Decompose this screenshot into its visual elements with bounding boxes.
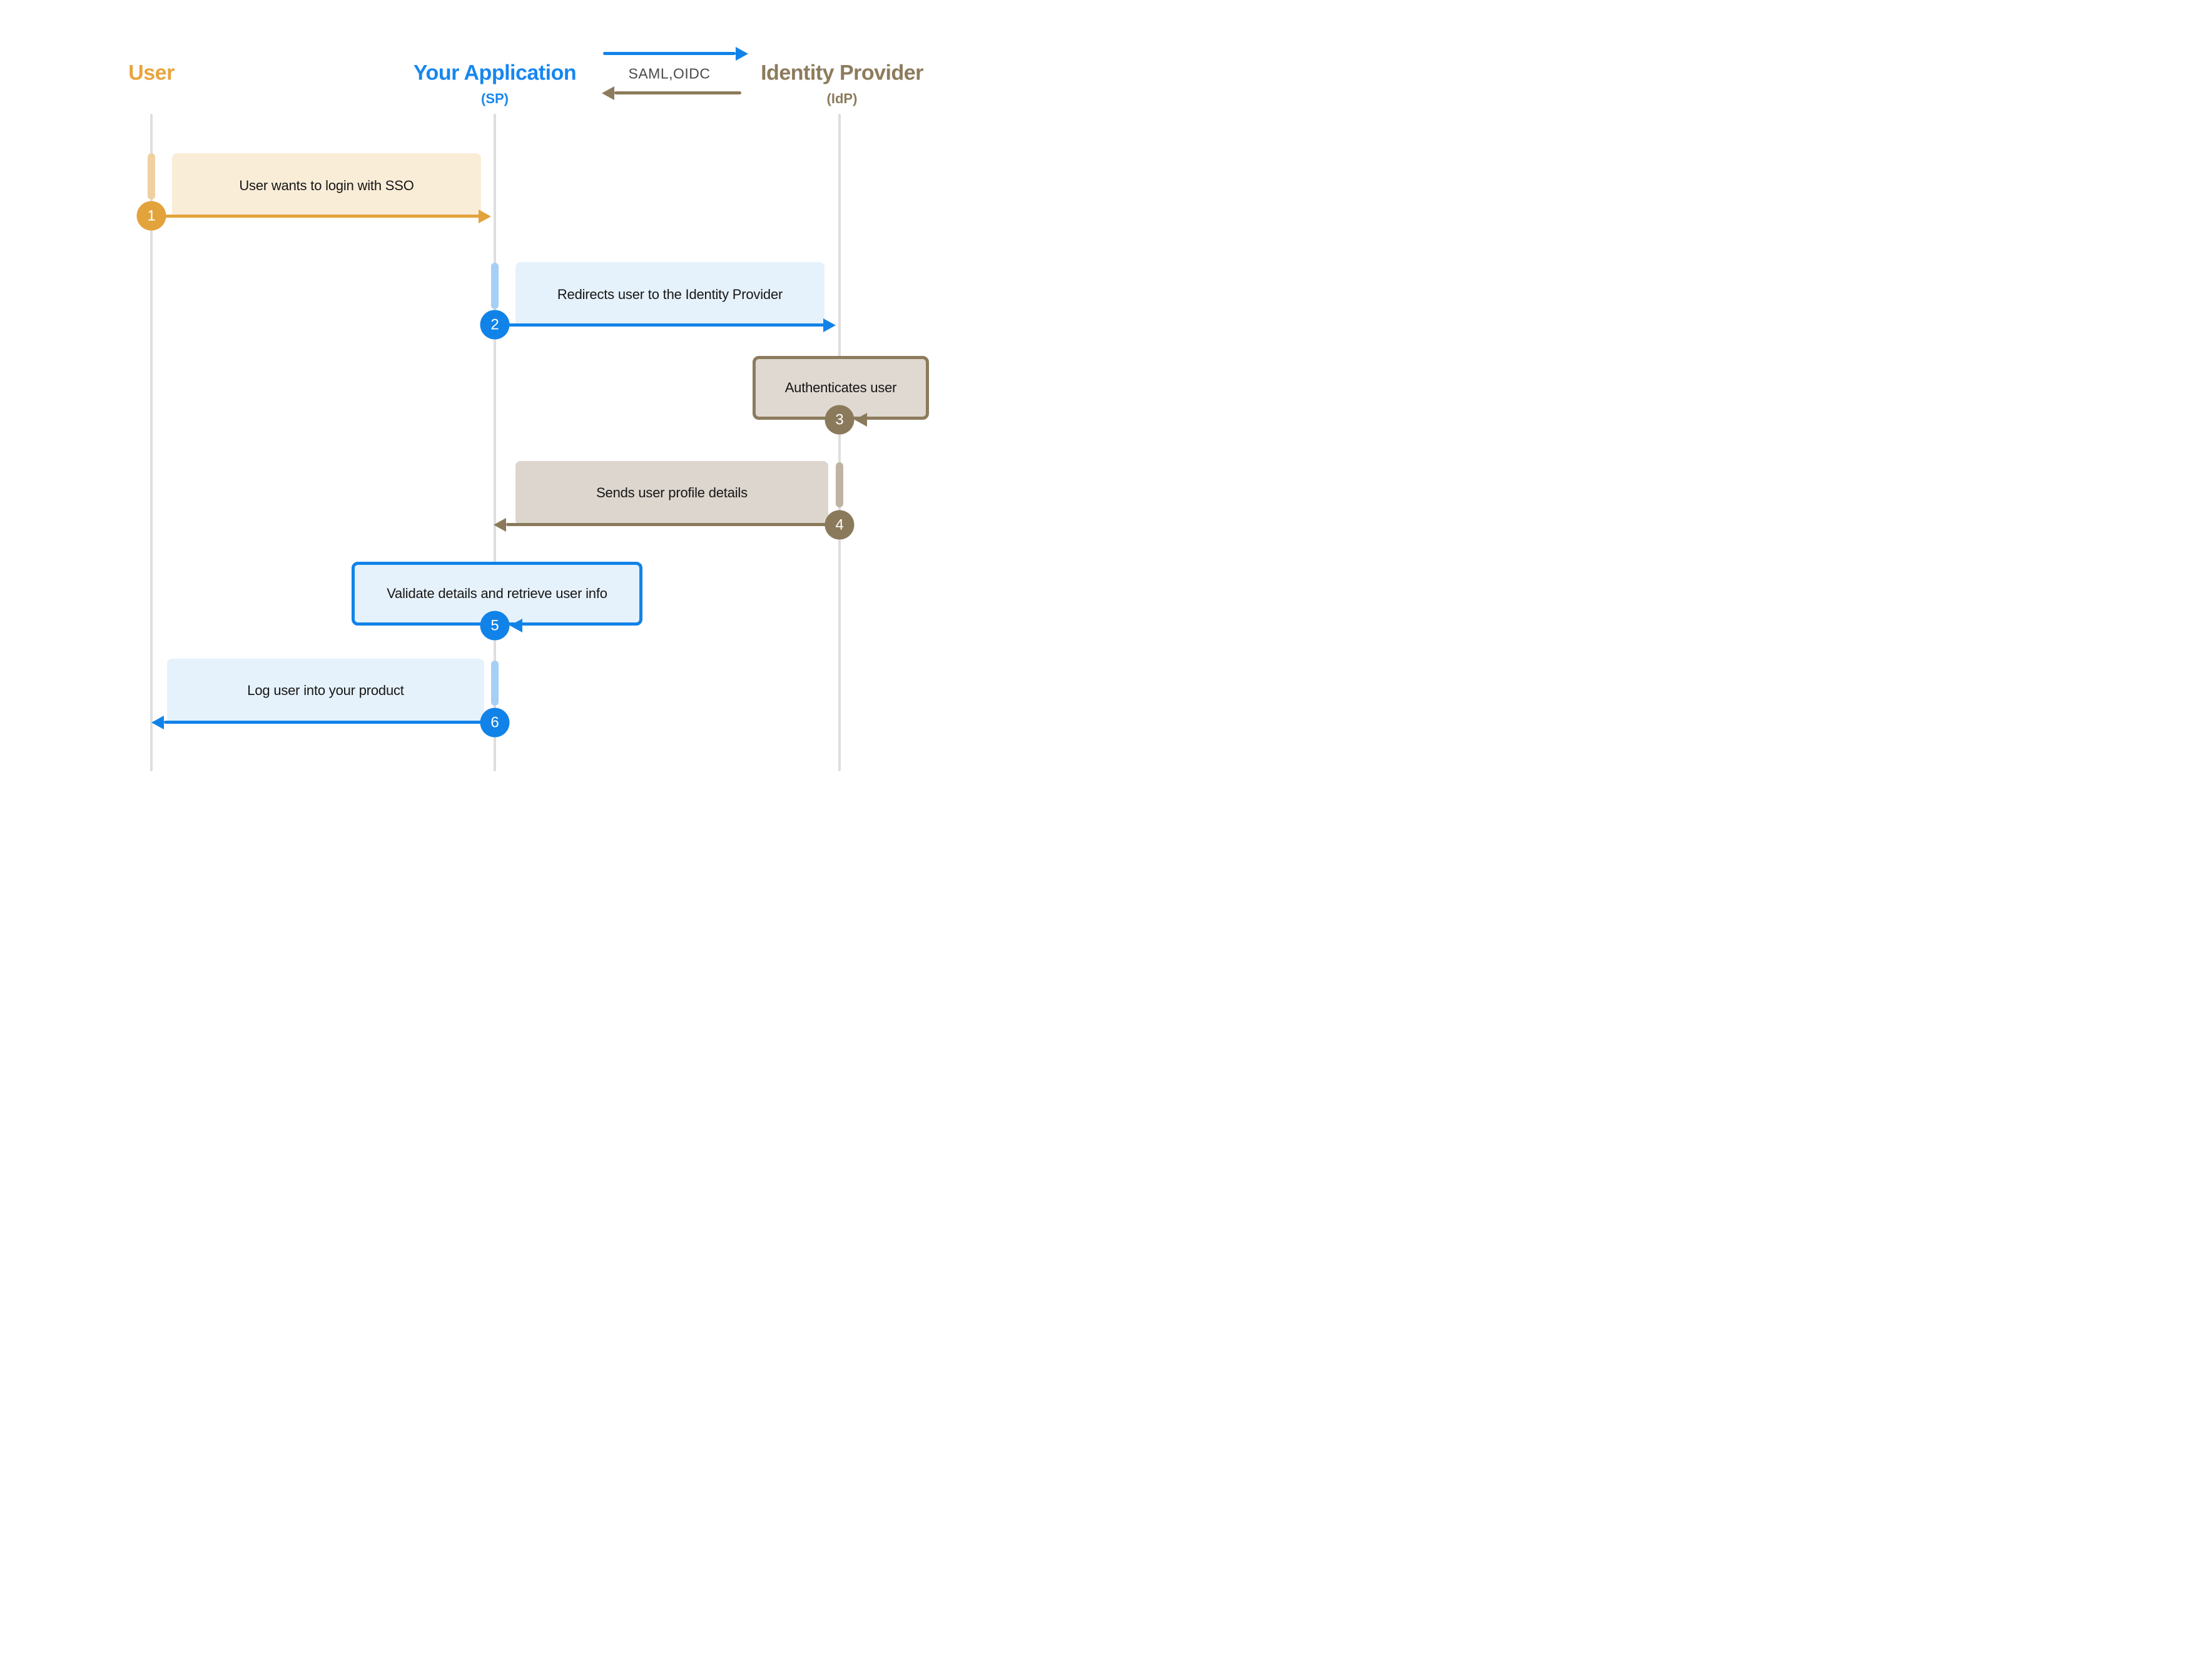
protocol-label: SAML,OIDC (628, 65, 711, 82)
actor-app-label: Your Application (413, 61, 577, 85)
lifeline-user (150, 114, 153, 771)
step4-message-box: Sends user profile details (515, 461, 828, 525)
step3-badge: 3 (824, 405, 855, 435)
step1-arrowhead-icon (479, 209, 491, 223)
step6-arrowhead-icon (151, 715, 164, 729)
protocol-response-arrow-line (614, 91, 741, 94)
activation-app-step2 (491, 263, 499, 309)
step4-badge: 4 (824, 510, 855, 540)
protocol-response-arrowhead-icon (602, 86, 614, 100)
step3-arrowhead-icon (855, 413, 867, 427)
step6-arrow-line (164, 721, 495, 724)
step3-message-label: Authenticates user (784, 380, 897, 395)
step4-arrowhead-icon (494, 517, 506, 532)
step1-message-label: User wants to login with SSO (239, 177, 414, 193)
step6-message-box: Log user into your product (167, 659, 484, 723)
actor-idp-subtitle: (IdP) (826, 91, 858, 106)
step2-arrow-line (495, 323, 824, 327)
step5-message-label: Validate details and retrieve user info (387, 586, 607, 601)
lifeline-app (494, 114, 496, 771)
step6-message-label: Log user into your product (247, 682, 404, 698)
step1-badge: 1 (136, 201, 166, 231)
activation-user-step1 (148, 153, 155, 200)
actor-user-label: User (128, 61, 175, 85)
step2-message-label: Redirects user to the Identity Provider (557, 286, 783, 302)
protocol-request-arrow-line (603, 52, 736, 55)
step6-badge: 6 (480, 708, 510, 738)
actor-idp-label: Identity Provider (761, 61, 923, 85)
step2-message-box: Redirects user to the Identity Provider (515, 262, 824, 327)
activation-idp-step4 (836, 462, 843, 507)
step1-arrow-line (151, 215, 480, 218)
lifeline-idp (838, 114, 841, 771)
step1-message-box: User wants to login with SSO (172, 153, 481, 218)
protocol-request-arrowhead-icon (736, 46, 748, 61)
sso-sequence-diagram: User Your Application (SP) Identity Prov… (0, 0, 1106, 827)
activation-app-step6 (491, 661, 499, 706)
actor-app-subtitle: (SP) (481, 91, 509, 106)
step4-arrow-line (506, 523, 840, 526)
step2-arrowhead-icon (823, 318, 836, 332)
step5-badge: 5 (480, 611, 510, 641)
step5-arrowhead-icon (510, 619, 522, 632)
step2-badge: 2 (480, 310, 510, 340)
step4-message-label: Sends user profile details (596, 485, 748, 500)
